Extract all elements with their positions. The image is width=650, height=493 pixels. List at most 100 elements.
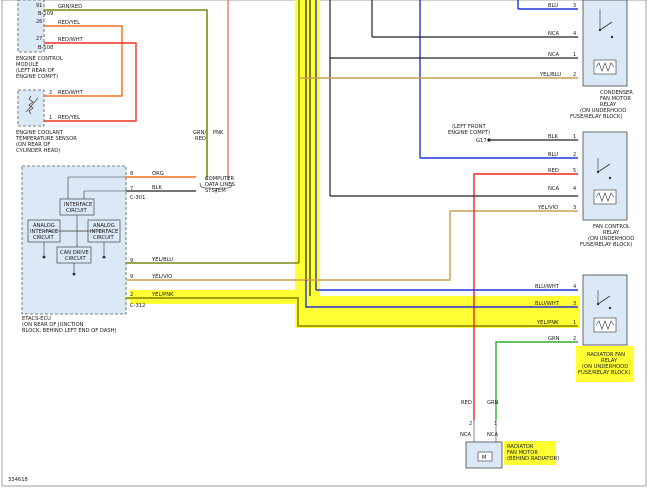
fcr-pin-4: 4 (573, 186, 576, 192)
ecm-title-2: MODULE (16, 62, 39, 68)
coolant-temp-sensor: 2 1 ENGINE COOLANT TEMPERATURE SENSOR (O… (15, 89, 77, 154)
condenser-fan-relay: BLU 3 NCA 4 NCA 1 YEL/BLU 2 CONDENSER FA… (299, 0, 633, 120)
ground-g17: (LEFT FRONT ENGINE COMPT) G17 (448, 124, 578, 144)
wire-label-red-yel-sensor: RED/YEL (58, 115, 80, 121)
cond-wire-nca-2: NCA (548, 52, 560, 58)
fcr-wire-blu: BLU (548, 152, 558, 158)
etacs-wires: ORG BLK (126, 171, 196, 192)
fcr-wire-nca: NCA (548, 186, 560, 192)
fcr-wire-red: RED (548, 168, 559, 174)
cond-wire-yel-blu: YEL/BLU (539, 72, 561, 78)
cond-pin-4: 4 (573, 31, 576, 37)
ecm-title-4: ENGINE COMPT) (16, 74, 58, 80)
analog-left-line-3: CIRCUIT (33, 235, 54, 241)
motor-title-3: (BEHIND RADIATOR) (507, 456, 559, 462)
fcr-wire-blk: BLK (548, 134, 558, 140)
ects-title-2: TEMPERATURE SENSOR (15, 136, 77, 142)
analog-left-line-1: ANALOG (33, 223, 55, 229)
interface-circuit-line-1: INTERFACE (64, 202, 92, 208)
motor-pin-2: 2 (469, 421, 472, 427)
fcr-pin-2: 2 (573, 152, 576, 158)
ecm-wires: GRN/RED RED/YEL RED/WHT RED/WHT RED/YEL (44, 0, 229, 170)
motor-title-2: FAN MOTOR (507, 450, 538, 456)
etacs-pin-8: 8 (130, 171, 133, 177)
etacs-title-2: (ON REAR OF JUNCTION (22, 322, 84, 328)
cond-wire-nca-1: NCA (548, 31, 560, 37)
can-drive-line-1: CAN DRIVE (60, 250, 89, 256)
rfr-title-2: RELAY (601, 358, 618, 364)
rfr-pin-4: 4 (573, 284, 576, 290)
ecm-connector-2: B-108 (38, 45, 53, 51)
wire-label-red-yel-ecm: RED/YEL (58, 20, 80, 26)
ground-id: G17 (476, 138, 487, 144)
fcr-pin-3: 3 (573, 205, 576, 211)
ects-title-4: CYLINDER HEAD) (16, 148, 60, 154)
radiator-fan-motor: RED GRN 2 1 NCA NCA M RADIATOR FAN MOTOR… (460, 400, 559, 469)
rfr-wire-grn: GRN (548, 336, 560, 342)
wire-label-red-wht-ecm: RED/WHT (58, 37, 84, 43)
etacs-pin-9a: 9 (130, 258, 133, 264)
ecm-pin-1: 91 (36, 3, 42, 9)
rfr-wire-yel-pnk: YEL/PNK (536, 320, 559, 326)
fcr-title-3: (ON UNDERHOOD (588, 236, 634, 242)
cond-pin-3: 3 (573, 3, 576, 9)
etacs-pin-7: 7 (130, 186, 133, 192)
etacs-pin-2: 2 (130, 292, 133, 298)
wire-label-grn-red: GRN/RED (58, 4, 82, 10)
radiator-fan-relay: BLU/WHT 4 BLU/WHT 3 YEL/PNK 1 GRN 2 RADI… (305, 274, 630, 420)
ects-title-1: ENGINE COOLANT (16, 130, 64, 136)
cond-wire-blu: BLU (548, 3, 558, 9)
wire-label-blk: BLK (152, 185, 162, 191)
motor-wire-grn: GRN (487, 400, 499, 406)
cond-title-1: CONDENSER (600, 90, 633, 96)
data-wire-left-2: RED (195, 136, 206, 142)
fcr-pin-5: 5 (573, 168, 576, 174)
fcr-title-1: FAN CONTROL (593, 224, 630, 230)
motor-wire-red: RED (461, 400, 472, 406)
data-lines-title-2: DATA LINES (205, 182, 235, 188)
etacs-connector-c301: C-301 (130, 195, 145, 201)
analog-right-line-1: ANALOG (93, 223, 115, 229)
data-wire-left-1: GRN/ (193, 130, 207, 136)
rfr-title-1: RADIATOR FAN (587, 352, 625, 358)
rfr-pin-1: 1 (573, 320, 576, 326)
cond-pin-1: 1 (573, 52, 576, 58)
ecm-title-3: (LEFT REAR OF (16, 68, 55, 74)
motor-symbol: M (482, 455, 486, 461)
fcr-wire-yel-vio: YEL/VIO (537, 205, 558, 211)
etacs-title-3: BLOCK, BEHIND LEFT END OF DASH) (22, 328, 117, 334)
rfr-title-3: (ON UNDERHOOD (582, 364, 628, 370)
ects-pin-2: 2 (49, 90, 52, 96)
wire-label-org: ORG (152, 171, 164, 177)
harness-wires (298, 0, 519, 296)
wire-label-red-wht-sensor: RED/WHT (58, 90, 84, 96)
ects-title-3: (ON REAR OF (16, 142, 50, 148)
ecm-title-1: ENGINE CONTROL (16, 56, 63, 62)
motor-pin-2-label: NCA (460, 432, 472, 438)
rfr-pin-2: 2 (573, 336, 576, 342)
cond-title-2: FAN MOTOR (600, 96, 631, 102)
ground-line-1: (LEFT FRONT (452, 124, 486, 130)
data-lines-title-1: COMPUTER (205, 176, 235, 182)
etacs-pin-9b: 9 (130, 274, 133, 280)
wire-label-yel-pnk: YEL/PNK (151, 292, 174, 298)
fan-control-relay: BLK 1 BLU 2 RED 5 NCA 4 YEL/VIO 3 FAN CO… (330, 131, 634, 420)
cond-pin-2: 2 (573, 72, 576, 78)
ecm-pin-2: 26 (36, 19, 42, 25)
ects-pin-1: 1 (49, 115, 52, 121)
motor-pin-1: 1 (494, 421, 497, 427)
data-lines-title-3: SYSTEM (205, 188, 226, 194)
ecm-connector-1: B-109 (38, 11, 53, 17)
frame-id: 334618 (8, 477, 28, 483)
etacs-title-1: ETACS-ECU (22, 316, 51, 322)
ground-line-2: ENGINE COMPT) (448, 130, 490, 136)
analog-right-line-3: CIRCUIT (93, 235, 114, 241)
fcr-title-2: RELAY (603, 230, 620, 236)
motor-title-1: RADIATOR (507, 444, 534, 450)
highlight-layer (130, 0, 634, 465)
analog-left-line-2: INTERFACE (30, 229, 58, 235)
analog-right-line-2: INTERFACE (90, 229, 118, 235)
computer-data-lines: GRN/ RED PNK COMPUTER DATA LINES SYSTEM (193, 130, 235, 194)
